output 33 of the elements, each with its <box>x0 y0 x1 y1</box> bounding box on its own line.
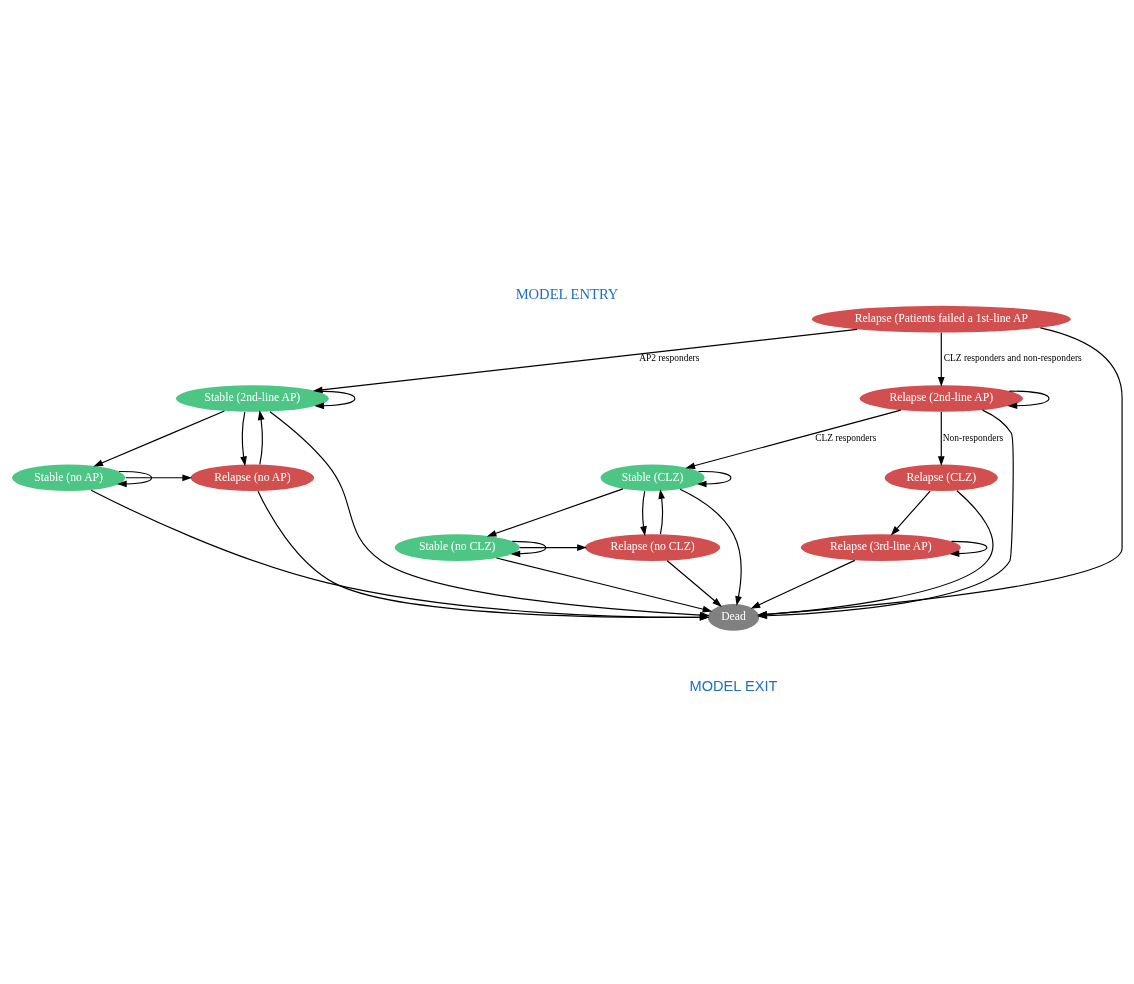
arrow <box>495 557 713 613</box>
arrow <box>519 544 587 551</box>
node-ellipse: Relapse (Patients failed a 1st-line AP <box>811 305 1071 333</box>
arrow <box>640 490 647 536</box>
node-ellipse: Relapse (CLZ) <box>884 464 998 492</box>
arrow <box>658 489 665 535</box>
arrow <box>257 410 265 466</box>
arrow <box>666 560 722 607</box>
node-ellipse: Dead <box>707 604 760 631</box>
arrow <box>314 390 356 410</box>
arrow <box>93 410 226 467</box>
arrow <box>937 411 945 466</box>
node-ellipse: Relapse (no CLZ) <box>584 534 721 561</box>
arrow <box>750 559 856 609</box>
edge-label: AP2 responders <box>639 353 700 364</box>
arrow <box>890 490 931 536</box>
arrow <box>125 474 193 482</box>
arrow <box>240 411 247 467</box>
diagram-title: MODEL ENTRY <box>515 285 619 302</box>
node-ellipse: Relapse (no AP) <box>190 464 315 492</box>
arrow <box>1007 390 1050 410</box>
arrow <box>486 488 624 537</box>
arrow <box>510 540 547 558</box>
label: MODEL EXIT <box>689 677 778 694</box>
edge-label: Non-responders <box>942 432 1004 443</box>
arrow <box>117 470 153 488</box>
edge-label: CLZ responders <box>815 432 877 443</box>
arrow <box>679 488 742 606</box>
arrow <box>937 332 945 387</box>
arrow <box>696 470 732 488</box>
arrow <box>949 540 988 558</box>
arrow <box>685 409 902 469</box>
edge-label: CLZ responders and non-responders <box>943 353 1082 364</box>
